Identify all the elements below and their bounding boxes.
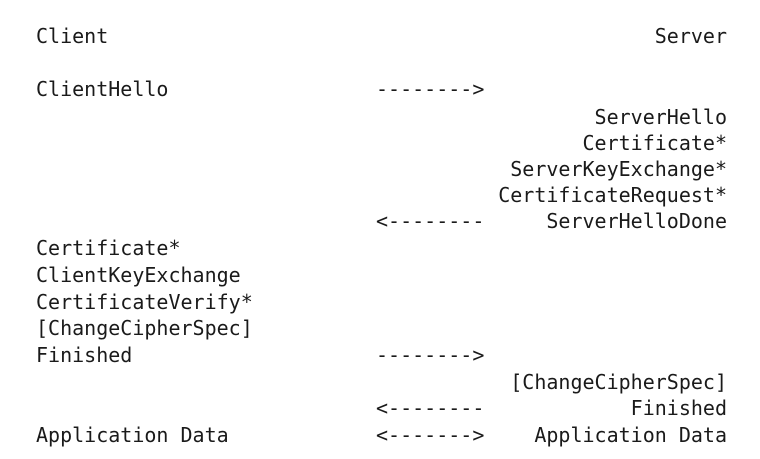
- client-certificate-message: Certificate*: [36, 236, 181, 260]
- server-change-cipher-spec-message: [ChangeCipherSpec]: [510, 370, 727, 394]
- server-header: Server: [654, 24, 727, 48]
- server-application-data: Application Data: [534, 423, 727, 447]
- server-hello-message: ServerHello: [594, 105, 727, 129]
- arrow-to-server-2: -------->: [376, 343, 485, 367]
- certificate-request-message: CertificateRequest*: [498, 183, 727, 207]
- server-finished-message: Finished: [630, 396, 727, 420]
- arrow-to-client-1: <--------: [376, 209, 485, 233]
- client-key-exchange-message: ClientKeyExchange: [36, 263, 241, 287]
- client-finished-message: Finished: [36, 343, 133, 367]
- arrow-bidirectional: <------->: [376, 423, 485, 447]
- server-hello-done-message: ServerHelloDone: [546, 209, 727, 233]
- client-change-cipher-spec-message: [ChangeCipherSpec]: [36, 316, 253, 340]
- client-application-data: Application Data: [36, 423, 229, 447]
- server-certificate-message: Certificate*: [582, 131, 728, 155]
- arrow-to-server-1: -------->: [376, 77, 485, 101]
- client-hello-message: ClientHello: [36, 77, 169, 101]
- certificate-verify-message: CertificateVerify*: [36, 290, 253, 314]
- server-key-exchange-message: ServerKeyExchange*: [510, 157, 727, 181]
- arrow-to-client-2: <--------: [376, 396, 485, 420]
- client-header: Client: [36, 24, 109, 48]
